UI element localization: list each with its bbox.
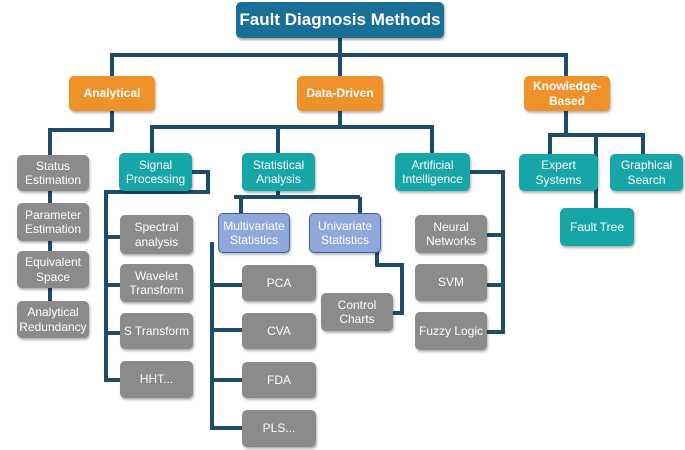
- group-statistical-analysis: Statistical Analysis: [242, 153, 315, 191]
- node-neural-networks: Neural Networks: [415, 215, 487, 253]
- node-parameter-estimation: Parameter Estimation: [17, 203, 89, 241]
- connector-multivariate: [210, 242, 242, 430]
- node-spectral-analysis: Spectral analysis: [120, 215, 193, 254]
- connector-signal-processing: [104, 170, 210, 382]
- root-fault-diagnosis-methods: Fault Diagnosis Methods: [236, 2, 444, 38]
- group-multivariate-statistics: Multivariate Statistics: [218, 213, 290, 253]
- category-analytical: Analytical: [69, 76, 155, 111]
- node-hht: HHT...: [120, 361, 193, 398]
- node-graphical-search: Graphical Search: [610, 154, 683, 191]
- node-wavelet-transform: Wavelet Transform: [120, 264, 193, 302]
- category-knowledge-based: Knowledge- Based: [524, 76, 610, 111]
- group-artificial-intelligence: Artificial Intelligence: [395, 153, 470, 191]
- node-equivalent-space: Equivalent Space: [17, 251, 89, 288]
- node-s-transform: S Transform: [120, 313, 193, 349]
- connector-root-categories: [110, 36, 568, 76]
- node-svm: SVM: [415, 264, 487, 301]
- connector-statistical: [234, 190, 362, 232]
- node-pls: PLS...: [242, 410, 316, 447]
- connector-univariate: [375, 242, 404, 315]
- group-univariate-statistics: Univariate Statistics: [309, 213, 381, 253]
- node-fda: FDA: [242, 362, 316, 398]
- node-fault-tree: Fault Tree: [560, 208, 634, 246]
- node-analytical-redundancy: Analytical Redundancy: [17, 301, 89, 338]
- category-data-driven: Data-Driven: [297, 76, 383, 111]
- connector-data-driven: [150, 110, 434, 153]
- node-cva: CVA: [242, 313, 316, 349]
- connector-ai: [470, 170, 505, 334]
- group-signal-processing: Signal Processing: [119, 153, 192, 191]
- connector-knowledge: [548, 110, 645, 208]
- node-status-estimation: Status Estimation: [17, 155, 89, 191]
- node-fuzzy-logic: Fuzzy Logic: [415, 312, 487, 350]
- node-expert-systems: Expert Systems: [519, 154, 598, 191]
- node-pca: PCA: [242, 265, 316, 301]
- node-control-charts: Control Charts: [321, 293, 393, 331]
